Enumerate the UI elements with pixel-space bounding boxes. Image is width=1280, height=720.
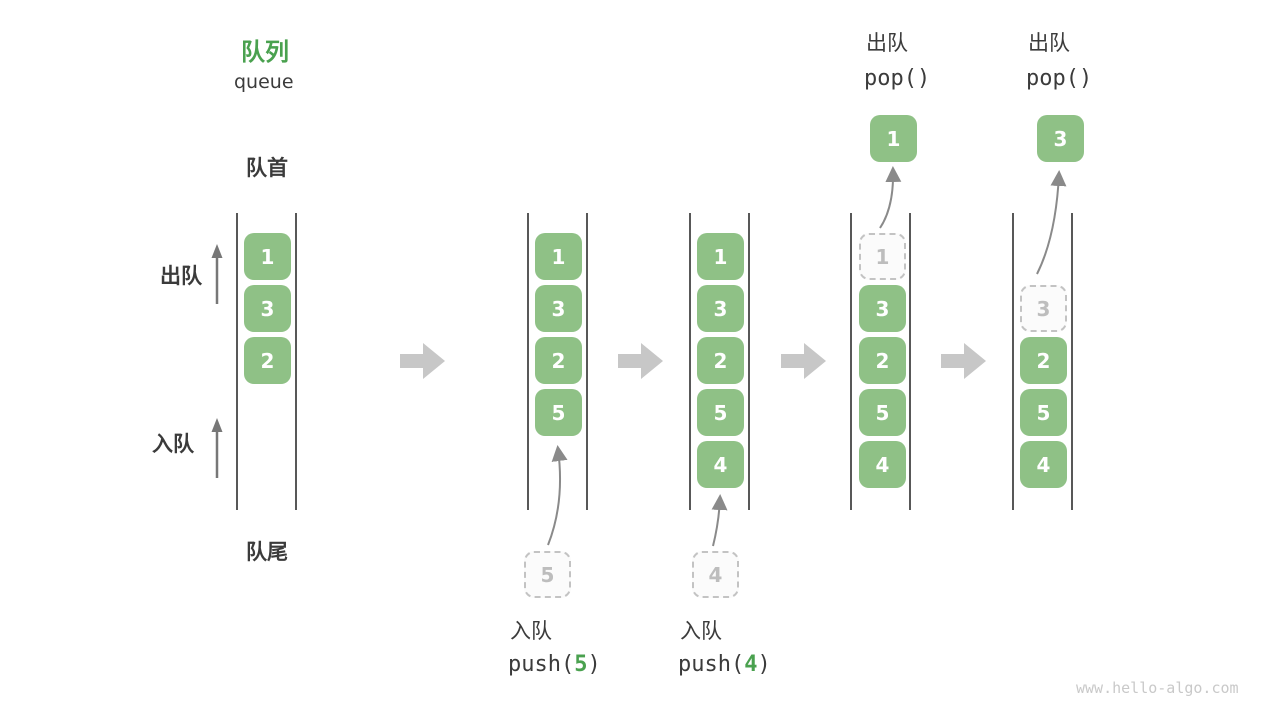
- queue-item: 3: [697, 285, 744, 332]
- push-arrow-icon: [538, 437, 570, 549]
- pop-arrow-icon: [1028, 166, 1070, 278]
- enqueue-direction-arrow-icon: [209, 418, 225, 480]
- pop-arrow-icon: [870, 162, 904, 232]
- flow-arrow-icon: [618, 342, 664, 380]
- queue-item: 2: [244, 337, 291, 384]
- staged-item: 4: [692, 551, 739, 598]
- queue-item: 4: [1020, 441, 1067, 488]
- flow-arrow-icon: [400, 342, 446, 380]
- diagram-subtitle: queue: [234, 71, 294, 93]
- op-code-pre: push(: [678, 652, 745, 677]
- flow-arrow-icon: [781, 342, 827, 380]
- op-code: pop(): [864, 66, 931, 91]
- popped-item: 1: [870, 115, 917, 162]
- queue-item: 4: [859, 441, 906, 488]
- queue-item: 3: [244, 285, 291, 332]
- queue-item: 3: [535, 285, 582, 332]
- label-queue-front: 队首: [246, 156, 288, 180]
- queue-item: 5: [535, 389, 582, 436]
- queue-item: 1: [535, 233, 582, 280]
- flow-arrow-icon: [941, 342, 987, 380]
- push-arrow-icon: [703, 490, 731, 550]
- queue-item-ghost: 3: [1020, 285, 1067, 332]
- op-code-pre: push(: [508, 652, 575, 677]
- queue-item: 5: [1020, 389, 1067, 436]
- op-code: pop(): [1026, 66, 1093, 91]
- op-code: push(5): [508, 652, 601, 677]
- queue-item: 2: [859, 337, 906, 384]
- diagram-title: 队列: [241, 38, 289, 66]
- queue-item: 2: [1020, 337, 1067, 384]
- staged-item: 5: [524, 551, 571, 598]
- queue-item: 5: [859, 389, 906, 436]
- op-code-num: 4: [744, 652, 758, 677]
- op-code-post: ): [587, 652, 601, 677]
- op-label: 出队: [866, 31, 908, 55]
- watermark: www.hello-algo.com: [1076, 679, 1239, 697]
- op-code: push(4): [678, 652, 771, 677]
- op-label: 入队: [510, 619, 552, 643]
- queue-item: 1: [697, 233, 744, 280]
- queue-item: 2: [535, 337, 582, 384]
- label-enqueue: 入队: [152, 432, 194, 456]
- label-queue-rear: 队尾: [246, 540, 288, 564]
- queue-item: 4: [697, 441, 744, 488]
- op-label: 入队: [680, 619, 722, 643]
- op-label: 出队: [1028, 31, 1070, 55]
- op-code-post: ): [757, 652, 771, 677]
- queue-item: 2: [697, 337, 744, 384]
- dequeue-direction-arrow-icon: [209, 244, 225, 306]
- queue-item: 5: [697, 389, 744, 436]
- label-dequeue: 出队: [160, 264, 202, 288]
- queue-item: 3: [859, 285, 906, 332]
- queue-item-ghost: 1: [859, 233, 906, 280]
- popped-item: 3: [1037, 115, 1084, 162]
- op-code-num: 5: [574, 652, 588, 677]
- queue-item: 1: [244, 233, 291, 280]
